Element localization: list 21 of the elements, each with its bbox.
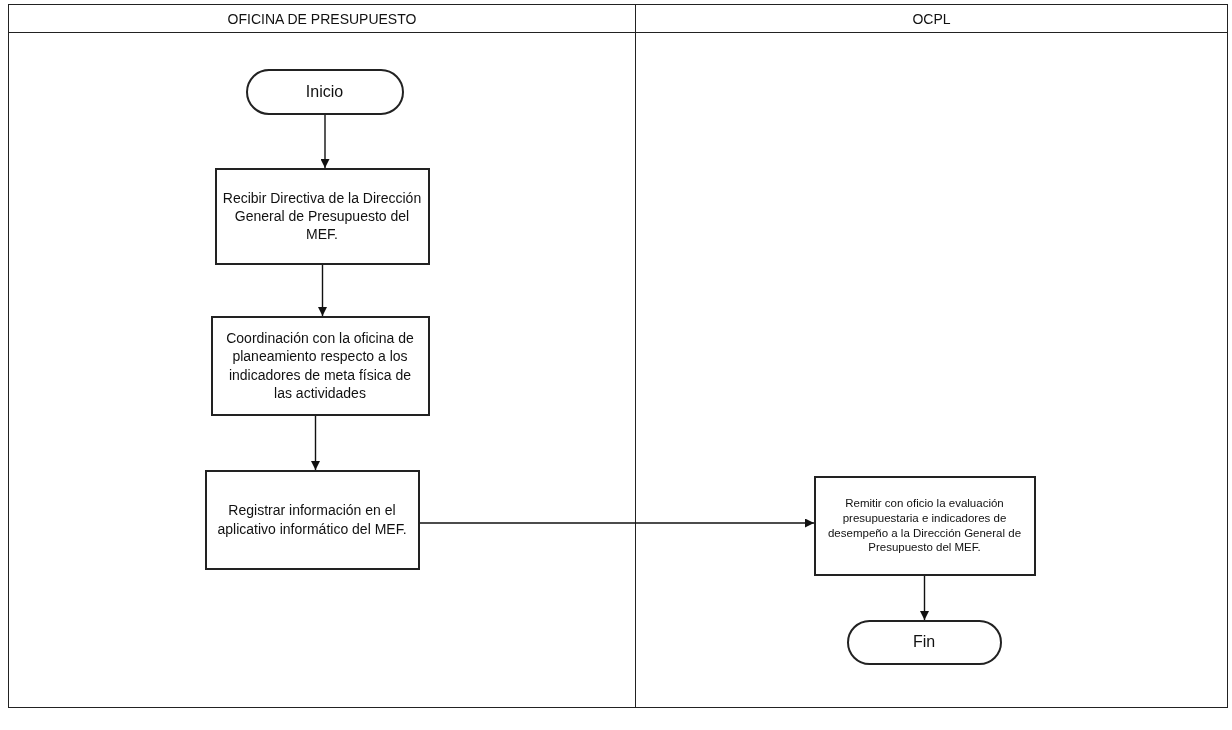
process-box [210, 315, 430, 416]
process-box [214, 167, 430, 265]
step-text: Coordinación con la oficina de planeamiento respecto a los indicadores de meta física de las actividades [225, 329, 415, 402]
swimlane [8, 4, 636, 708]
arrow [311, 415, 320, 471]
arrow [320, 114, 330, 169]
lane-title: OCPL [912, 10, 951, 27]
step-text: Recibir Directiva de la Dirección General de Presupuesto del MEF. [222, 188, 422, 244]
step-text: Fin [912, 633, 936, 651]
step-text: Remitir con oficio la evaluación presupuestaria e indicadores de desempeño a la Dirección General de Presupuesto del MEF. [826, 495, 1023, 556]
process-box [204, 469, 420, 570]
arrow [920, 575, 929, 621]
terminal-shape [245, 68, 404, 115]
swimlane [635, 4, 1228, 708]
process-box [813, 475, 1036, 576]
arrow [419, 518, 815, 528]
step-text: Registrar información en el aplicativo informático del MEF. [216, 501, 408, 538]
lane-title: OFICINA DE PRESUPUESTO [227, 10, 417, 27]
arrow [318, 264, 327, 317]
terminal-shape [846, 619, 1002, 665]
step-text: Inicio [305, 82, 344, 101]
